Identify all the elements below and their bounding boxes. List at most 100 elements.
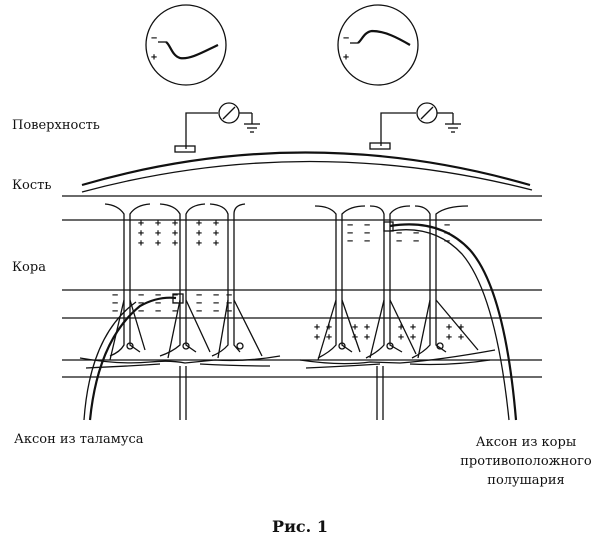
minus-sign: −: [138, 306, 144, 317]
voltmeter-right: [369, 102, 461, 150]
label-thalamus-axon: Аксон из таламуса: [14, 432, 144, 447]
minus-sign: −: [396, 236, 402, 247]
plus-sign: +: [196, 218, 202, 229]
callosal-axon: [389, 223, 518, 421]
plus-sign: +: [364, 322, 370, 333]
plus-sign: +: [138, 238, 144, 249]
label-callosal-axon-line3: полушария: [487, 473, 564, 488]
figure-caption: Рис. 1: [272, 517, 328, 536]
plus-sign: +: [446, 322, 452, 333]
minus-sign: −: [413, 220, 419, 231]
plus-sign: +: [364, 332, 370, 343]
minus-sign: −: [196, 290, 202, 301]
minus-sign: −: [364, 236, 370, 247]
minus-sign: −: [213, 290, 219, 301]
minus-sign: −: [364, 220, 370, 231]
label-surface: Поверхность: [12, 118, 100, 133]
right-neuron-group: [299, 205, 496, 420]
oscilloscope-right: − +: [337, 4, 419, 86]
minus-sign: −: [138, 290, 144, 301]
minus-sign: −: [155, 298, 161, 309]
plus-sign: +: [458, 332, 464, 343]
charge-signs: +++++++++++++++−−−−−−−−−−−−−−−−−−−−−−−−−…: [112, 218, 464, 343]
plus-sign: +: [155, 228, 161, 239]
plus-sign: +: [398, 322, 404, 333]
minus-sign: −: [112, 306, 118, 317]
plus-sign: +: [172, 228, 178, 239]
minus-sign: −: [343, 33, 349, 44]
plus-sign: +: [155, 218, 161, 229]
minus-sign: −: [444, 228, 450, 239]
label-callosal-axon-line2: противоположного: [460, 454, 592, 469]
plus-sign: +: [196, 238, 202, 249]
oscilloscope-icon: [145, 4, 227, 86]
minus-sign: −: [364, 228, 370, 239]
surface-line-inner: [81, 160, 533, 193]
plus-sign: +: [138, 218, 144, 229]
minus-sign: −: [396, 220, 402, 231]
minus-sign: −: [138, 298, 144, 309]
ground-icon: [244, 123, 260, 133]
ground-icon: [445, 123, 461, 133]
layer-lines: [62, 195, 542, 378]
minus-sign: −: [172, 298, 178, 309]
minus-sign: −: [347, 220, 353, 231]
surface-line: [81, 151, 531, 187]
label-callosal-axon-line1: Аксон из коры: [476, 435, 576, 450]
minus-sign: −: [172, 306, 178, 317]
plus-sign: +: [151, 52, 157, 63]
minus-sign: −: [226, 306, 232, 317]
minus-sign: −: [347, 228, 353, 239]
plus-sign: +: [343, 52, 349, 63]
plus-sign: +: [314, 322, 320, 333]
minus-sign: −: [112, 298, 118, 309]
plus-sign: +: [398, 332, 404, 343]
plus-sign: +: [352, 332, 358, 343]
minus-sign: −: [112, 290, 118, 301]
minus-sign: −: [213, 306, 219, 317]
plus-sign: +: [213, 238, 219, 249]
label-bone: Кость: [12, 178, 51, 193]
oscilloscope-icon: [337, 4, 419, 86]
minus-sign: −: [396, 228, 402, 239]
plus-sign: +: [458, 322, 464, 333]
electrode-left: [174, 145, 196, 153]
label-cortex: Кора: [12, 260, 46, 275]
left-neuron-group: [79, 203, 281, 420]
thalamus-axon: [88, 296, 177, 421]
plus-sign: +: [446, 332, 452, 343]
oscilloscope-left: − +: [145, 4, 227, 86]
voltmeter-left: [174, 102, 260, 153]
plus-sign: +: [326, 332, 332, 343]
minus-sign: −: [196, 298, 202, 309]
minus-sign: −: [347, 236, 353, 247]
plus-sign: +: [314, 332, 320, 343]
plus-sign: +: [213, 228, 219, 239]
plus-sign: +: [172, 238, 178, 249]
minus-sign: −: [226, 298, 232, 309]
plus-sign: +: [213, 218, 219, 229]
minus-sign: −: [444, 236, 450, 247]
plus-sign: +: [410, 332, 416, 343]
waveform-positive: [357, 29, 411, 46]
minus-sign: −: [151, 33, 157, 44]
minus-sign: −: [413, 228, 419, 239]
plus-sign: +: [352, 322, 358, 333]
minus-sign: −: [196, 306, 202, 317]
minus-sign: −: [155, 306, 161, 317]
minus-sign: −: [172, 290, 178, 301]
minus-sign: −: [413, 236, 419, 247]
plus-sign: +: [196, 228, 202, 239]
minus-sign: −: [226, 290, 232, 301]
plus-sign: +: [410, 322, 416, 333]
electrode-right: [369, 142, 391, 150]
plus-sign: +: [138, 228, 144, 239]
waveform-negative: [165, 41, 219, 60]
minus-sign: −: [155, 290, 161, 301]
plus-sign: +: [172, 218, 178, 229]
plus-sign: +: [326, 322, 332, 333]
minus-sign: −: [444, 220, 450, 231]
minus-sign: −: [213, 298, 219, 309]
plus-sign: +: [155, 238, 161, 249]
